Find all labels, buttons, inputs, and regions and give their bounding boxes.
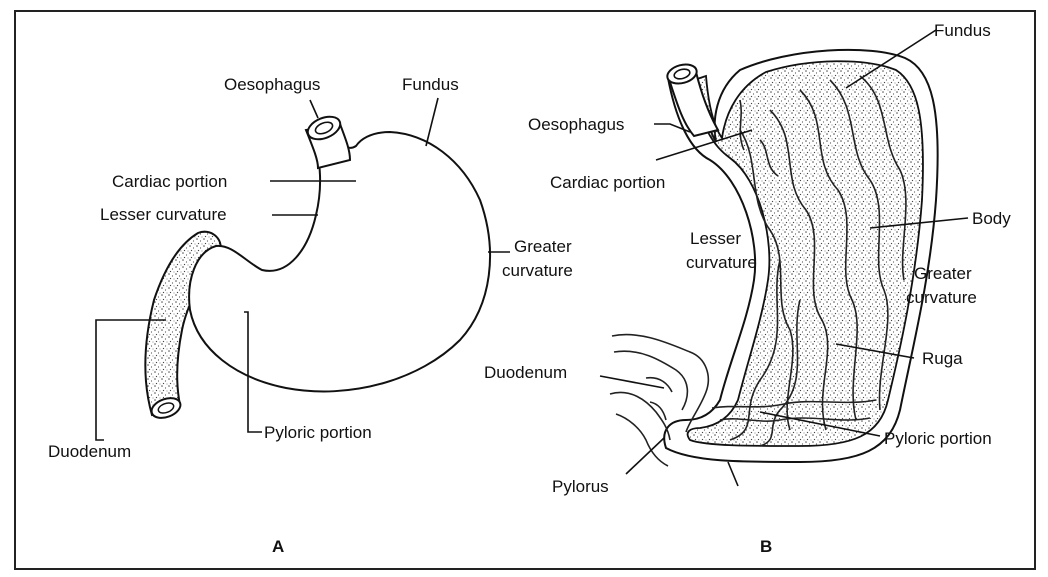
label-b-cardiac-portion: Cardiac portion <box>550 173 665 192</box>
label-b-greater-line1: Greater <box>914 264 972 283</box>
label-b-greater-line2: curvature <box>906 288 977 307</box>
label-b-body: Body <box>972 209 1011 228</box>
stomach-a-shape <box>189 132 490 391</box>
label-b-pyloric-portion: Pyloric portion <box>884 429 992 448</box>
label-a-cardiac-portion: Cardiac portion <box>112 172 227 191</box>
label-a-oesophagus: Oesophagus <box>224 75 320 94</box>
label-a-greater-line2: curvature <box>502 261 573 280</box>
label-a-duodenum: Duodenum <box>48 442 131 461</box>
label-a-lesser-curvature: Lesser curvature <box>100 205 227 224</box>
diagram-a: Oesophagus Fundus Cardiac portion Lesser… <box>48 75 573 556</box>
caption-b: B <box>760 537 772 556</box>
label-b-lesser-line1: Lesser <box>690 229 741 248</box>
label-a-greater-line1: Greater <box>514 237 572 256</box>
label-b-oesophagus: Oesophagus <box>528 115 624 134</box>
label-a-pyloric-portion: Pyloric portion <box>264 423 372 442</box>
label-b-lesser-line2: curvature <box>686 253 757 272</box>
label-b-ruga: Ruga <box>922 349 963 368</box>
label-a-fundus: Fundus <box>402 75 459 94</box>
diagram-b: Fundus Oesophagus Cardiac portion Lesser… <box>484 21 1011 556</box>
label-b-fundus: Fundus <box>934 21 991 40</box>
label-b-pylorus: Pylorus <box>552 477 609 496</box>
caption-a: A <box>272 537 284 556</box>
label-b-duodenum: Duodenum <box>484 363 567 382</box>
